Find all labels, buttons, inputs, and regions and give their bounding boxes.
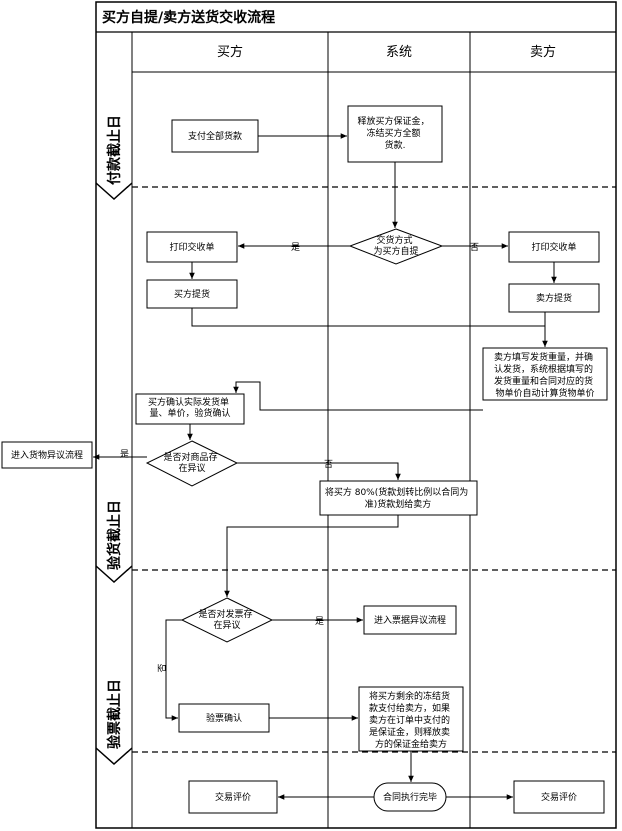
svg-text:打印交收单: 打印交收单 bbox=[531, 241, 576, 253]
lane-header-buyer: 买方 bbox=[217, 44, 243, 60]
node-invoice-confirm: 验票确认 bbox=[178, 703, 270, 733]
edge-label-goods-no: 否 bbox=[324, 459, 333, 470]
arrow-decision-no-to-transfer bbox=[237, 462, 401, 480]
decision-invoice-dispute: 是否对发票存 在异议 bbox=[180, 597, 274, 643]
svg-text:卖方提货: 卖方提货 bbox=[536, 292, 572, 304]
svg-text:买方提货: 买方提货 bbox=[174, 288, 210, 300]
phase-chevron-2 bbox=[95, 565, 133, 584]
edge-label-pickup-yes: 是 bbox=[291, 242, 300, 253]
node-buyer-confirm: 买方确认实际发货单 量、单价，验货确认 bbox=[135, 393, 245, 425]
phase-chevron-3 bbox=[95, 747, 133, 766]
svg-text:释放买方保证金， 冻结买方全额 货款: 释放买方保证金， 冻结买方全额 货款. bbox=[358, 115, 433, 151]
phase-label-inspection-deadline: 验货截止日 bbox=[106, 500, 123, 570]
node-remaining-payment: 将买方剩余的冻结货 款支付给卖方，如果 卖方在订单中支付的 是保证金，则释放卖 … bbox=[358, 686, 464, 752]
svg-text:进入货物异议流程: 进入货物异议流程 bbox=[11, 449, 83, 461]
node-seller-fill-weight: 卖方填写发货重量，并确 认发货，系统根据填写的 发货重量和合同对应的货 物单价自… bbox=[482, 347, 608, 401]
svg-text:交易评价: 交易评价 bbox=[541, 791, 577, 803]
node-print-receipt-seller: 打印交收单 bbox=[508, 231, 600, 263]
node-print-receipt-buyer: 打印交收单 bbox=[146, 231, 238, 263]
node-goods-dispute-flow: 进入货物异议流程 bbox=[1, 441, 93, 469]
diagram-frame bbox=[95, 1, 617, 829]
svg-text:买方确认实际发货单 量、单价，验货确认: 买方确认实际发货单 量、单价，验货确认 bbox=[148, 396, 232, 419]
arrow-fill-to-buyer-confirm bbox=[233, 381, 483, 411]
svg-text:是否对商品存 在异议: 是否对商品存 在异议 bbox=[164, 451, 221, 474]
node-release-deposit: 释放买方保证金， 冻结买方全额 货款. bbox=[347, 105, 443, 163]
phase-label-invoice-deadline: 验票截止日 bbox=[106, 679, 123, 749]
node-transfer-80: 将买方 80%(货款划转比例以合同为 准)货款划给卖方 bbox=[319, 480, 478, 516]
lane-header-seller: 卖方 bbox=[530, 44, 556, 60]
node-evaluate-seller: 交易评价 bbox=[513, 780, 605, 814]
phase-label-payment-deadline: 付款截止日 bbox=[106, 115, 123, 185]
svg-text:合同执行完毕: 合同执行完毕 bbox=[383, 791, 437, 803]
edge-label-invoice-no: 否 bbox=[157, 663, 168, 672]
arrow-transfer-to-invoice-decision bbox=[224, 515, 399, 597]
diagram-title: 买方自提/卖方送货交收流程 bbox=[102, 9, 275, 26]
svg-text:进入票据异议流程: 进入票据异议流程 bbox=[374, 614, 446, 626]
svg-text:打印交收单: 打印交收单 bbox=[169, 241, 214, 253]
svg-text:支付全部货款: 支付全部货款 bbox=[188, 130, 242, 142]
decision-pickup-method: 交货方式 为买方自提 bbox=[348, 228, 444, 265]
svg-text:卖方填写发货重量，并确 认发货，系统根据填写的: 卖方填写发货重量，并确 认发货，系统根据填写的 发货重量和合同对应的货 物单价自… bbox=[494, 351, 596, 399]
decision-goods-dispute: 是否对商品存 在异议 bbox=[145, 440, 239, 487]
node-contract-complete: 合同执行完毕 bbox=[373, 782, 447, 812]
lane-header-system: 系统 bbox=[386, 45, 412, 60]
edge-label-goods-yes: 是 bbox=[120, 449, 129, 460]
phase-chevron-1 bbox=[95, 182, 133, 201]
svg-text:交货方式 为买方自提: 交货方式 为买方自提 bbox=[373, 234, 418, 257]
svg-text:将买方 80%(货款划转比例以合同为 准)货款划: 将买方 80%(货款划转比例以合同为 准)货款划给卖方 bbox=[325, 486, 471, 510]
node-evaluate-buyer: 交易评价 bbox=[188, 780, 278, 814]
svg-text:验票确认: 验票确认 bbox=[206, 712, 242, 724]
node-seller-ship: 卖方提货 bbox=[508, 283, 600, 313]
edge-label-pickup-no: 否 bbox=[470, 242, 479, 253]
svg-text:是否对发票存 在异议: 是否对发票存 在异议 bbox=[199, 608, 256, 631]
svg-text:交易评价: 交易评价 bbox=[215, 791, 251, 803]
arrow-pickup-to-fill bbox=[191, 308, 548, 347]
node-invoice-dispute-flow: 进入票据异议流程 bbox=[363, 605, 457, 635]
edge-label-invoice-yes: 是 bbox=[315, 616, 324, 627]
arrow-invoice-no-to-confirm bbox=[165, 619, 182, 721]
svg-text:将买方剩余的冻结货 款支付给卖方，如果: 将买方剩余的冻结货 款支付给卖方，如果 卖方在订单中支付的 是保证金，则释放卖 … bbox=[369, 690, 453, 750]
node-pay-full: 支付全部货款 bbox=[171, 119, 259, 153]
node-buyer-pickup: 买方提货 bbox=[146, 279, 238, 309]
